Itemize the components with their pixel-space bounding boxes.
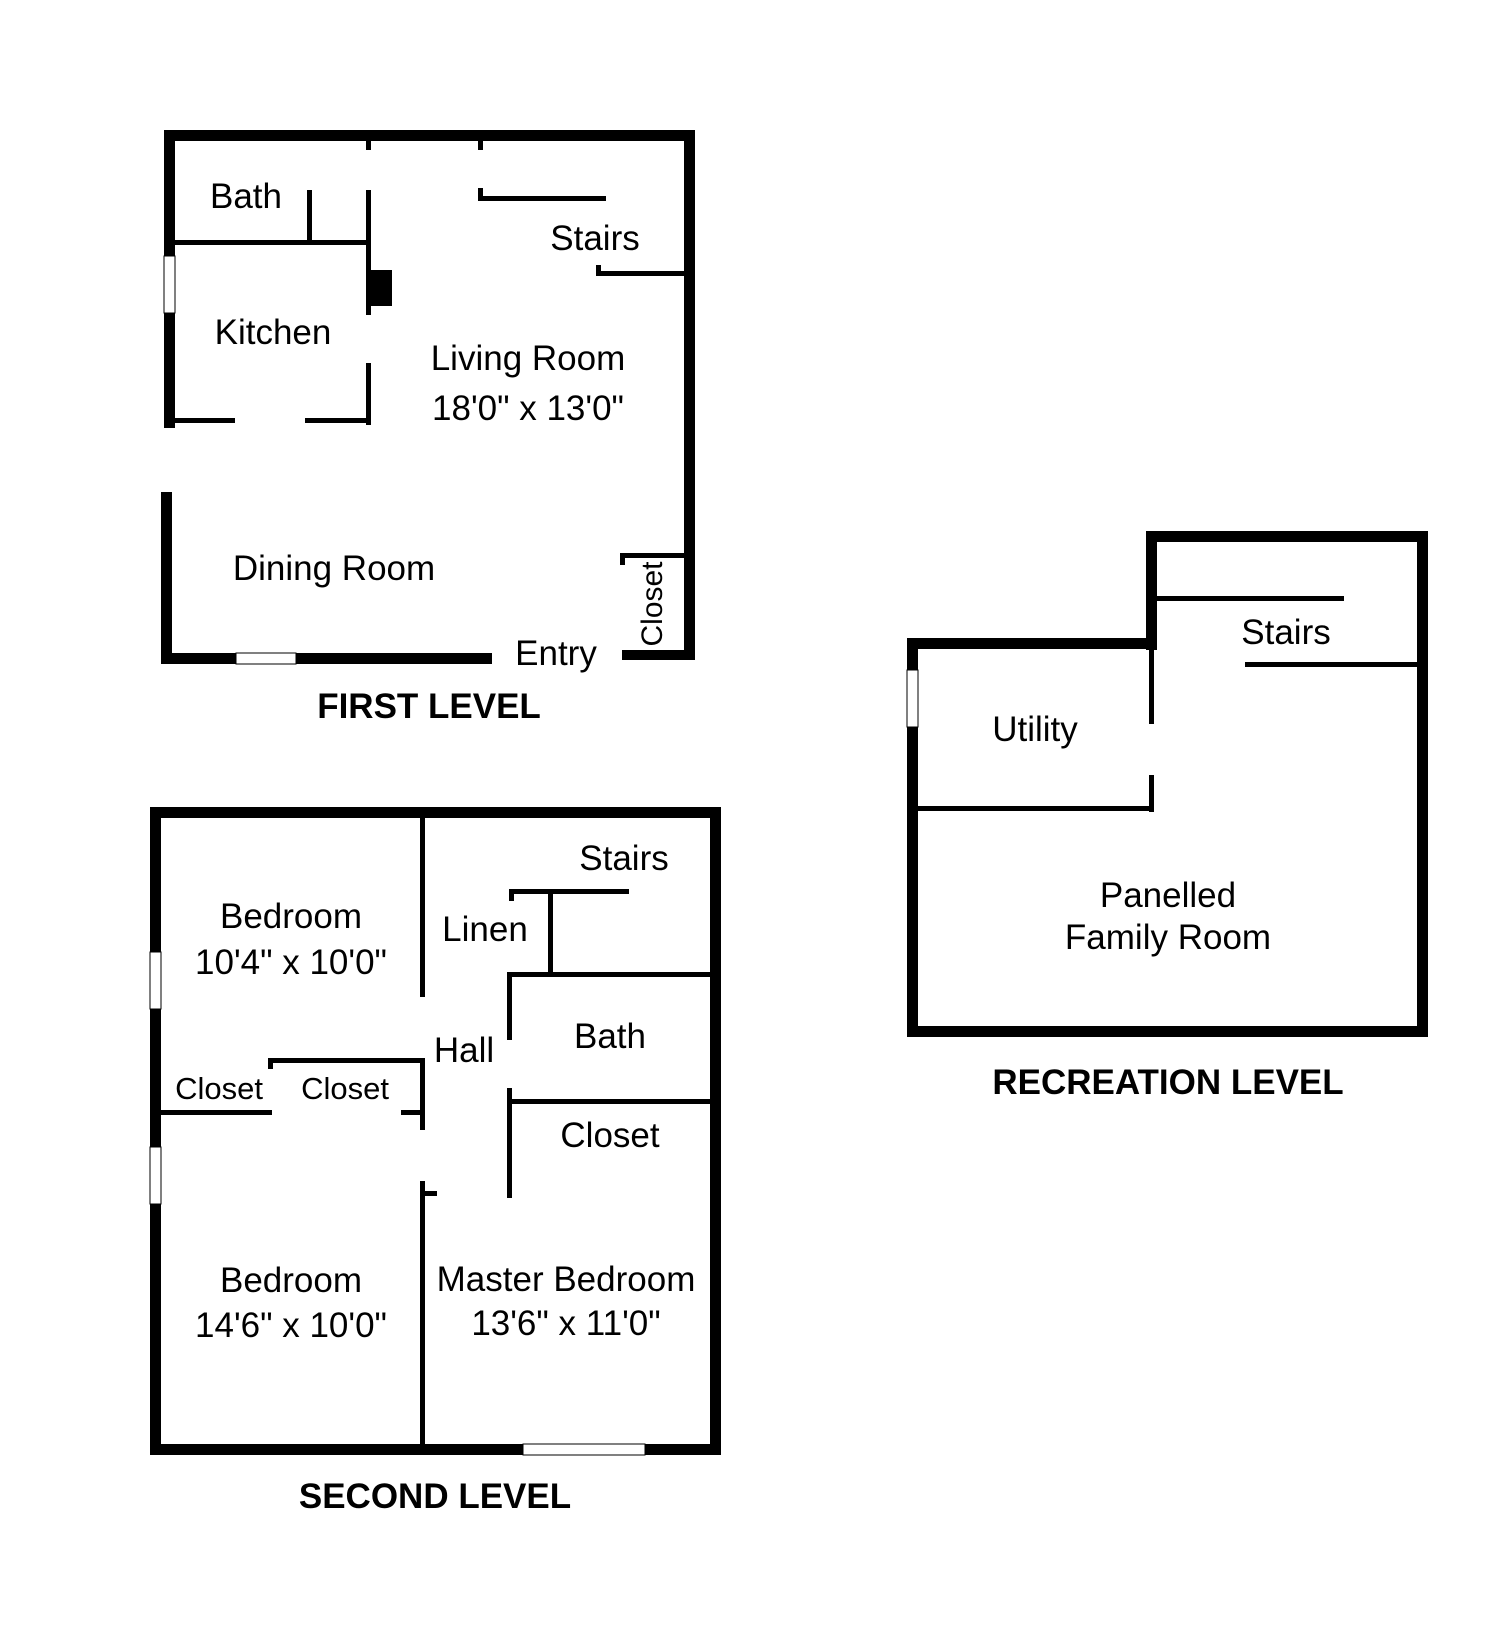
room-label-closet: Closet xyxy=(301,1071,389,1106)
first-level-windows xyxy=(163,255,297,665)
recreation-level-windows xyxy=(906,669,919,728)
room-dimensions-bedroom: 10'4" x 10'0" xyxy=(195,943,387,982)
level-title-recreation: RECREATION LEVEL xyxy=(992,1063,1343,1102)
room-dimensions-living-room: 18'0" x 13'0" xyxy=(432,389,624,428)
room-dimensions-master-bedroom: 13'6" x 11'0" xyxy=(471,1304,660,1343)
window xyxy=(522,1443,646,1456)
room-label-closet: Closet xyxy=(560,1116,659,1155)
room-label-living-room: Living Room xyxy=(431,339,626,378)
window xyxy=(149,1146,162,1205)
room-label-stairs: Stairs xyxy=(1241,613,1330,652)
room-label-bedroom: Bedroom xyxy=(220,1261,362,1300)
room-label-hall: Hall xyxy=(434,1031,494,1070)
room-label-family-room: Family Room xyxy=(1065,918,1271,957)
level-title-first: FIRST LEVEL xyxy=(317,687,541,726)
window xyxy=(235,652,297,665)
window xyxy=(149,951,162,1010)
room-label-bedroom: Bedroom xyxy=(220,897,362,936)
room-label-bath: Bath xyxy=(574,1017,646,1056)
room-label-linen: Linen xyxy=(442,910,528,949)
room-dimensions-bedroom: 14'6" x 10'0" xyxy=(195,1306,387,1345)
room-label-dining-room: Dining Room xyxy=(233,549,435,588)
first-level-plan: Bath Stairs Kitchen Living Room 18'0" x … xyxy=(161,130,695,726)
level-title-second: SECOND LEVEL xyxy=(299,1477,571,1516)
room-label-family-room: Panelled xyxy=(1100,876,1236,915)
recreation-level-walls xyxy=(907,531,1428,1037)
window xyxy=(906,669,919,728)
recreation-level-plan: Stairs Utility Panelled Family Room RECR… xyxy=(906,531,1428,1102)
room-label-kitchen: Kitchen xyxy=(215,313,332,352)
room-label-master-bedroom: Master Bedroom xyxy=(437,1260,696,1299)
room-label-stairs: Stairs xyxy=(579,839,668,878)
room-label-entry: Entry xyxy=(515,634,597,673)
second-level-plan: Bedroom 10'4" x 10'0" Stairs Linen Hall … xyxy=(149,807,721,1516)
room-label-closet: Closet xyxy=(175,1071,263,1106)
room-label-stairs: Stairs xyxy=(550,219,639,258)
room-label-closet: Closet xyxy=(636,561,669,647)
second-level-walls xyxy=(150,807,721,1455)
room-label-bath: Bath xyxy=(210,177,282,216)
second-level-windows xyxy=(149,951,646,1456)
room-label-utility: Utility xyxy=(992,710,1078,749)
window xyxy=(163,255,176,314)
